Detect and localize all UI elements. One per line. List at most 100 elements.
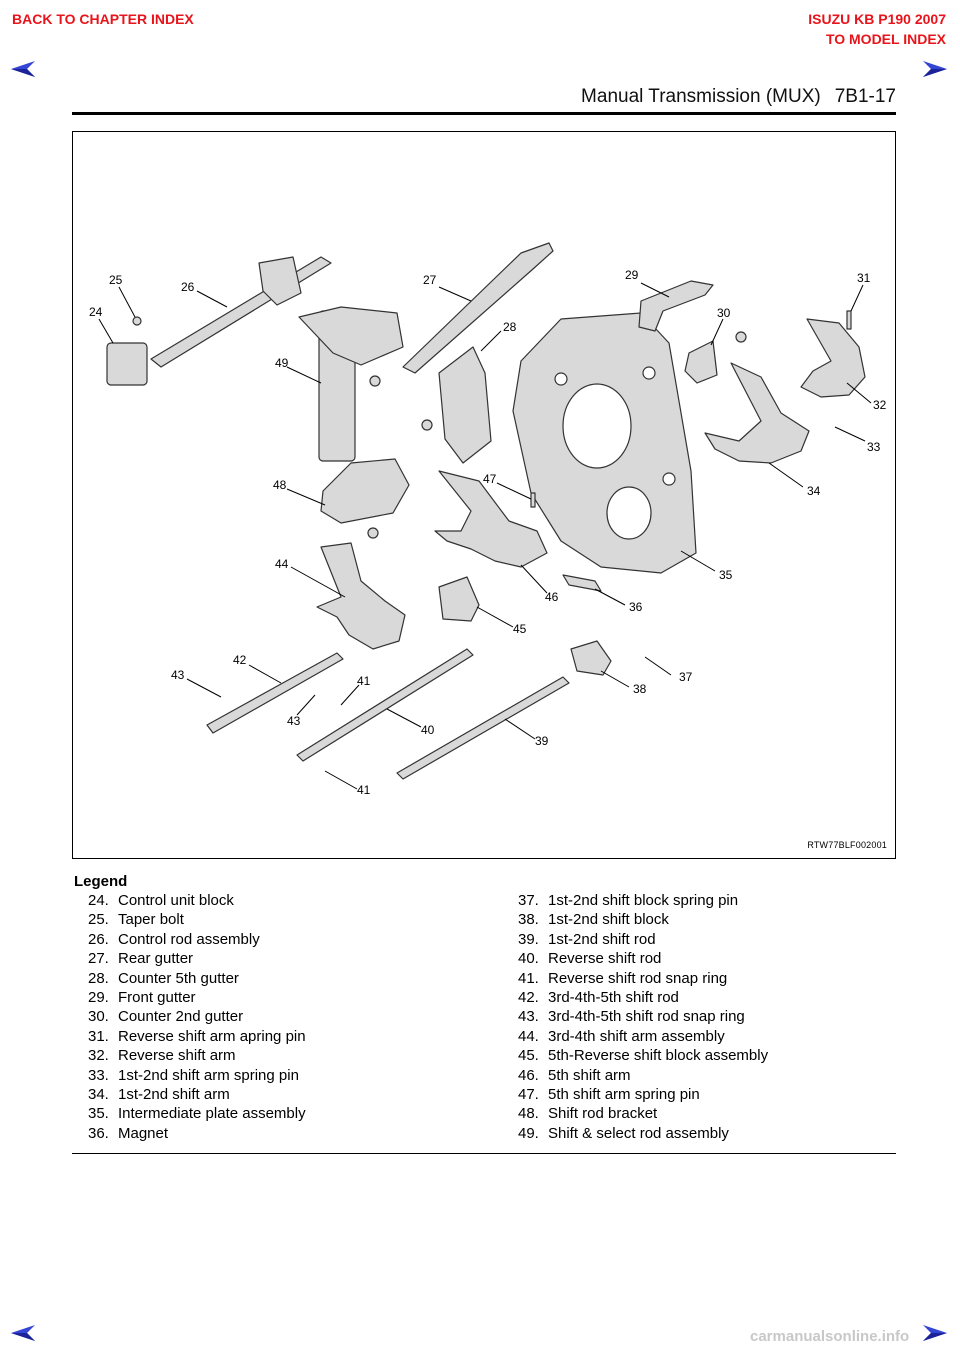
- legend-item-number: 25.: [88, 911, 109, 929]
- legend-item-text: Shift & select rod assembly: [548, 1124, 729, 1142]
- legend-item-text: Reverse shift arm apring pin: [118, 1027, 306, 1045]
- legend-item-text: Control unit block: [118, 892, 234, 909]
- 5th-reverse-shift-block-part: [438, 576, 480, 622]
- legend-item-text: 1st-2nd shift arm spring pin: [118, 1066, 299, 1084]
- legend-item-number: 28.: [88, 969, 109, 987]
- next-page-arrow-icon[interactable]: [922, 1324, 948, 1342]
- counter-2nd-gutter-part: [684, 340, 718, 384]
- front-gutter-part: [638, 280, 714, 332]
- callout-34: 34: [807, 484, 821, 498]
- legend-item: 26.Control rod assembly: [88, 930, 306, 949]
- legend-item: 47.5th shift arm spring pin: [518, 1085, 768, 1104]
- legend-item: 30.Counter 2nd gutter: [88, 1007, 306, 1026]
- legend-item-number: 34.: [88, 1086, 109, 1104]
- callout-40: 40: [421, 723, 435, 737]
- callout-41b: 41: [357, 783, 371, 797]
- legend-item-text: 3rd-4th shift arm assembly: [548, 1027, 725, 1045]
- 1st-2nd-shift-block-part: [570, 640, 612, 676]
- callout-30: 30: [717, 306, 731, 320]
- callout-36: 36: [629, 600, 643, 614]
- legend-item-number: 42.: [518, 989, 539, 1007]
- callout-35: 35: [719, 568, 733, 582]
- callout-32: 32: [873, 398, 887, 412]
- legend-item: 49.Shift & select rod assembly: [518, 1124, 768, 1143]
- callout-48: 48: [273, 478, 287, 492]
- legend-item: 46.5th shift arm: [518, 1066, 768, 1085]
- back-to-chapter-index-link[interactable]: BACK TO CHAPTER INDEX: [12, 11, 194, 27]
- legend-item-text: Front gutter: [118, 989, 196, 1007]
- callout-28: 28: [503, 320, 517, 334]
- header-rule: [72, 112, 896, 115]
- legend-item-text: 5th-Reverse shift block assembly: [548, 1047, 769, 1065]
- legend-item-text: Reverse shift arm: [118, 1047, 236, 1065]
- control-unit-block-part: [106, 342, 148, 386]
- reverse-shift-arm-part: [800, 318, 866, 398]
- legend-item-number: 31.: [88, 1027, 109, 1045]
- footer-rule: [72, 1153, 896, 1154]
- legend-item-text: Reverse shift rod: [548, 950, 662, 968]
- legend-item: 36.Magnet: [88, 1124, 306, 1143]
- legend-item-text: 3rd-4th-5th shift rod: [548, 989, 679, 1007]
- callout-43b: 43: [287, 714, 301, 728]
- callout-31: 31: [857, 271, 871, 285]
- legend-item: 31. Reverse shift arm apring pin: [88, 1027, 306, 1046]
- legend-item: 32.Reverse shift arm: [88, 1046, 306, 1065]
- exploded-view-figure: 24 25 26 27 28 29 30 31 32 33 34 35 36 3…: [72, 131, 896, 859]
- shift-rod-bracket-part: [320, 458, 410, 524]
- callout-24: 24: [89, 305, 103, 319]
- legend-item-number: 47.: [518, 1086, 539, 1104]
- legend-item-number: 46.: [518, 1066, 539, 1084]
- legend-item-number: 38.: [518, 911, 539, 929]
- legend-item: 39.1st-2nd shift rod: [518, 930, 768, 949]
- legend-item-number: 35.: [88, 1105, 109, 1123]
- legend-item-number: 37.: [518, 892, 539, 909]
- 5th-shift-arm-part: [434, 470, 548, 568]
- legend-item-text: 1st-2nd shift rod: [548, 930, 656, 948]
- callout-29: 29: [625, 268, 639, 282]
- legend-item-number: 48.: [518, 1105, 539, 1123]
- callout-41a: 41: [357, 674, 371, 688]
- legend-item-number: 40.: [518, 950, 539, 968]
- legend-item: 37.1st-2nd shift block spring pin: [518, 891, 768, 910]
- legend-item: 33. 1st-2nd shift arm spring pin: [88, 1066, 306, 1085]
- figure-code: RTW77BLF002001: [807, 840, 887, 850]
- next-page-arrow-icon[interactable]: [922, 60, 948, 78]
- legend-item: 44.3rd-4th shift arm assembly: [518, 1027, 768, 1046]
- legend-item-number: 33.: [88, 1066, 109, 1084]
- magnet-part: [562, 574, 602, 592]
- legend-item-text: Rear gutter: [118, 950, 194, 968]
- legend-item-number: 27.: [88, 950, 109, 968]
- legend-item-text: Counter 2nd gutter: [118, 1008, 244, 1026]
- legend-item-text: Shift rod bracket: [548, 1105, 658, 1123]
- callout-49: 49: [275, 356, 289, 370]
- legend-item: 24. Control unit block: [88, 891, 306, 910]
- callout-42: 42: [233, 653, 247, 667]
- legend-item: 45. 5th-Reverse shift block assembly: [518, 1046, 768, 1065]
- 1st-2nd-shift-rod-part: [396, 676, 570, 780]
- prev-page-arrow-icon[interactable]: [10, 60, 36, 78]
- 3rd-4th-5th-shift-rod-part: [206, 652, 344, 734]
- legend-item-text: 3rd-4th-5th shift rod snap ring: [548, 1008, 745, 1026]
- legend-title: Legend: [74, 873, 128, 890]
- callout-47: 47: [483, 472, 497, 486]
- to-model-index-link[interactable]: TO MODEL INDEX: [825, 31, 946, 47]
- legend-item-number: 45.: [518, 1047, 539, 1065]
- 1st-2nd-shift-arm-part: [704, 362, 810, 464]
- callout-45: 45: [513, 622, 527, 636]
- legend-item-text: 1st-2nd shift arm: [118, 1086, 230, 1104]
- prev-page-arrow-icon[interactable]: [10, 1324, 36, 1342]
- 3rd-4th-shift-arm-part: [316, 542, 406, 650]
- legend-item-number: 24.: [88, 892, 109, 909]
- callout-39: 39: [535, 734, 549, 748]
- callout-38: 38: [633, 682, 647, 696]
- page-number: 7B1-17: [834, 86, 896, 107]
- legend-item: 28.Counter 5th gutter: [88, 969, 306, 988]
- legend-item-text: Intermediate plate assembly: [118, 1105, 306, 1123]
- legend-item: 38.1st-2nd shift block: [518, 910, 768, 929]
- legend-item-text: Taper bolt: [118, 911, 184, 929]
- callout-33: 33: [867, 440, 881, 454]
- legend-item-text: Magnet: [118, 1124, 169, 1142]
- legend-item-number: 41.: [518, 969, 539, 987]
- callout-37: 37: [679, 670, 693, 684]
- callout-46: 46: [545, 590, 559, 604]
